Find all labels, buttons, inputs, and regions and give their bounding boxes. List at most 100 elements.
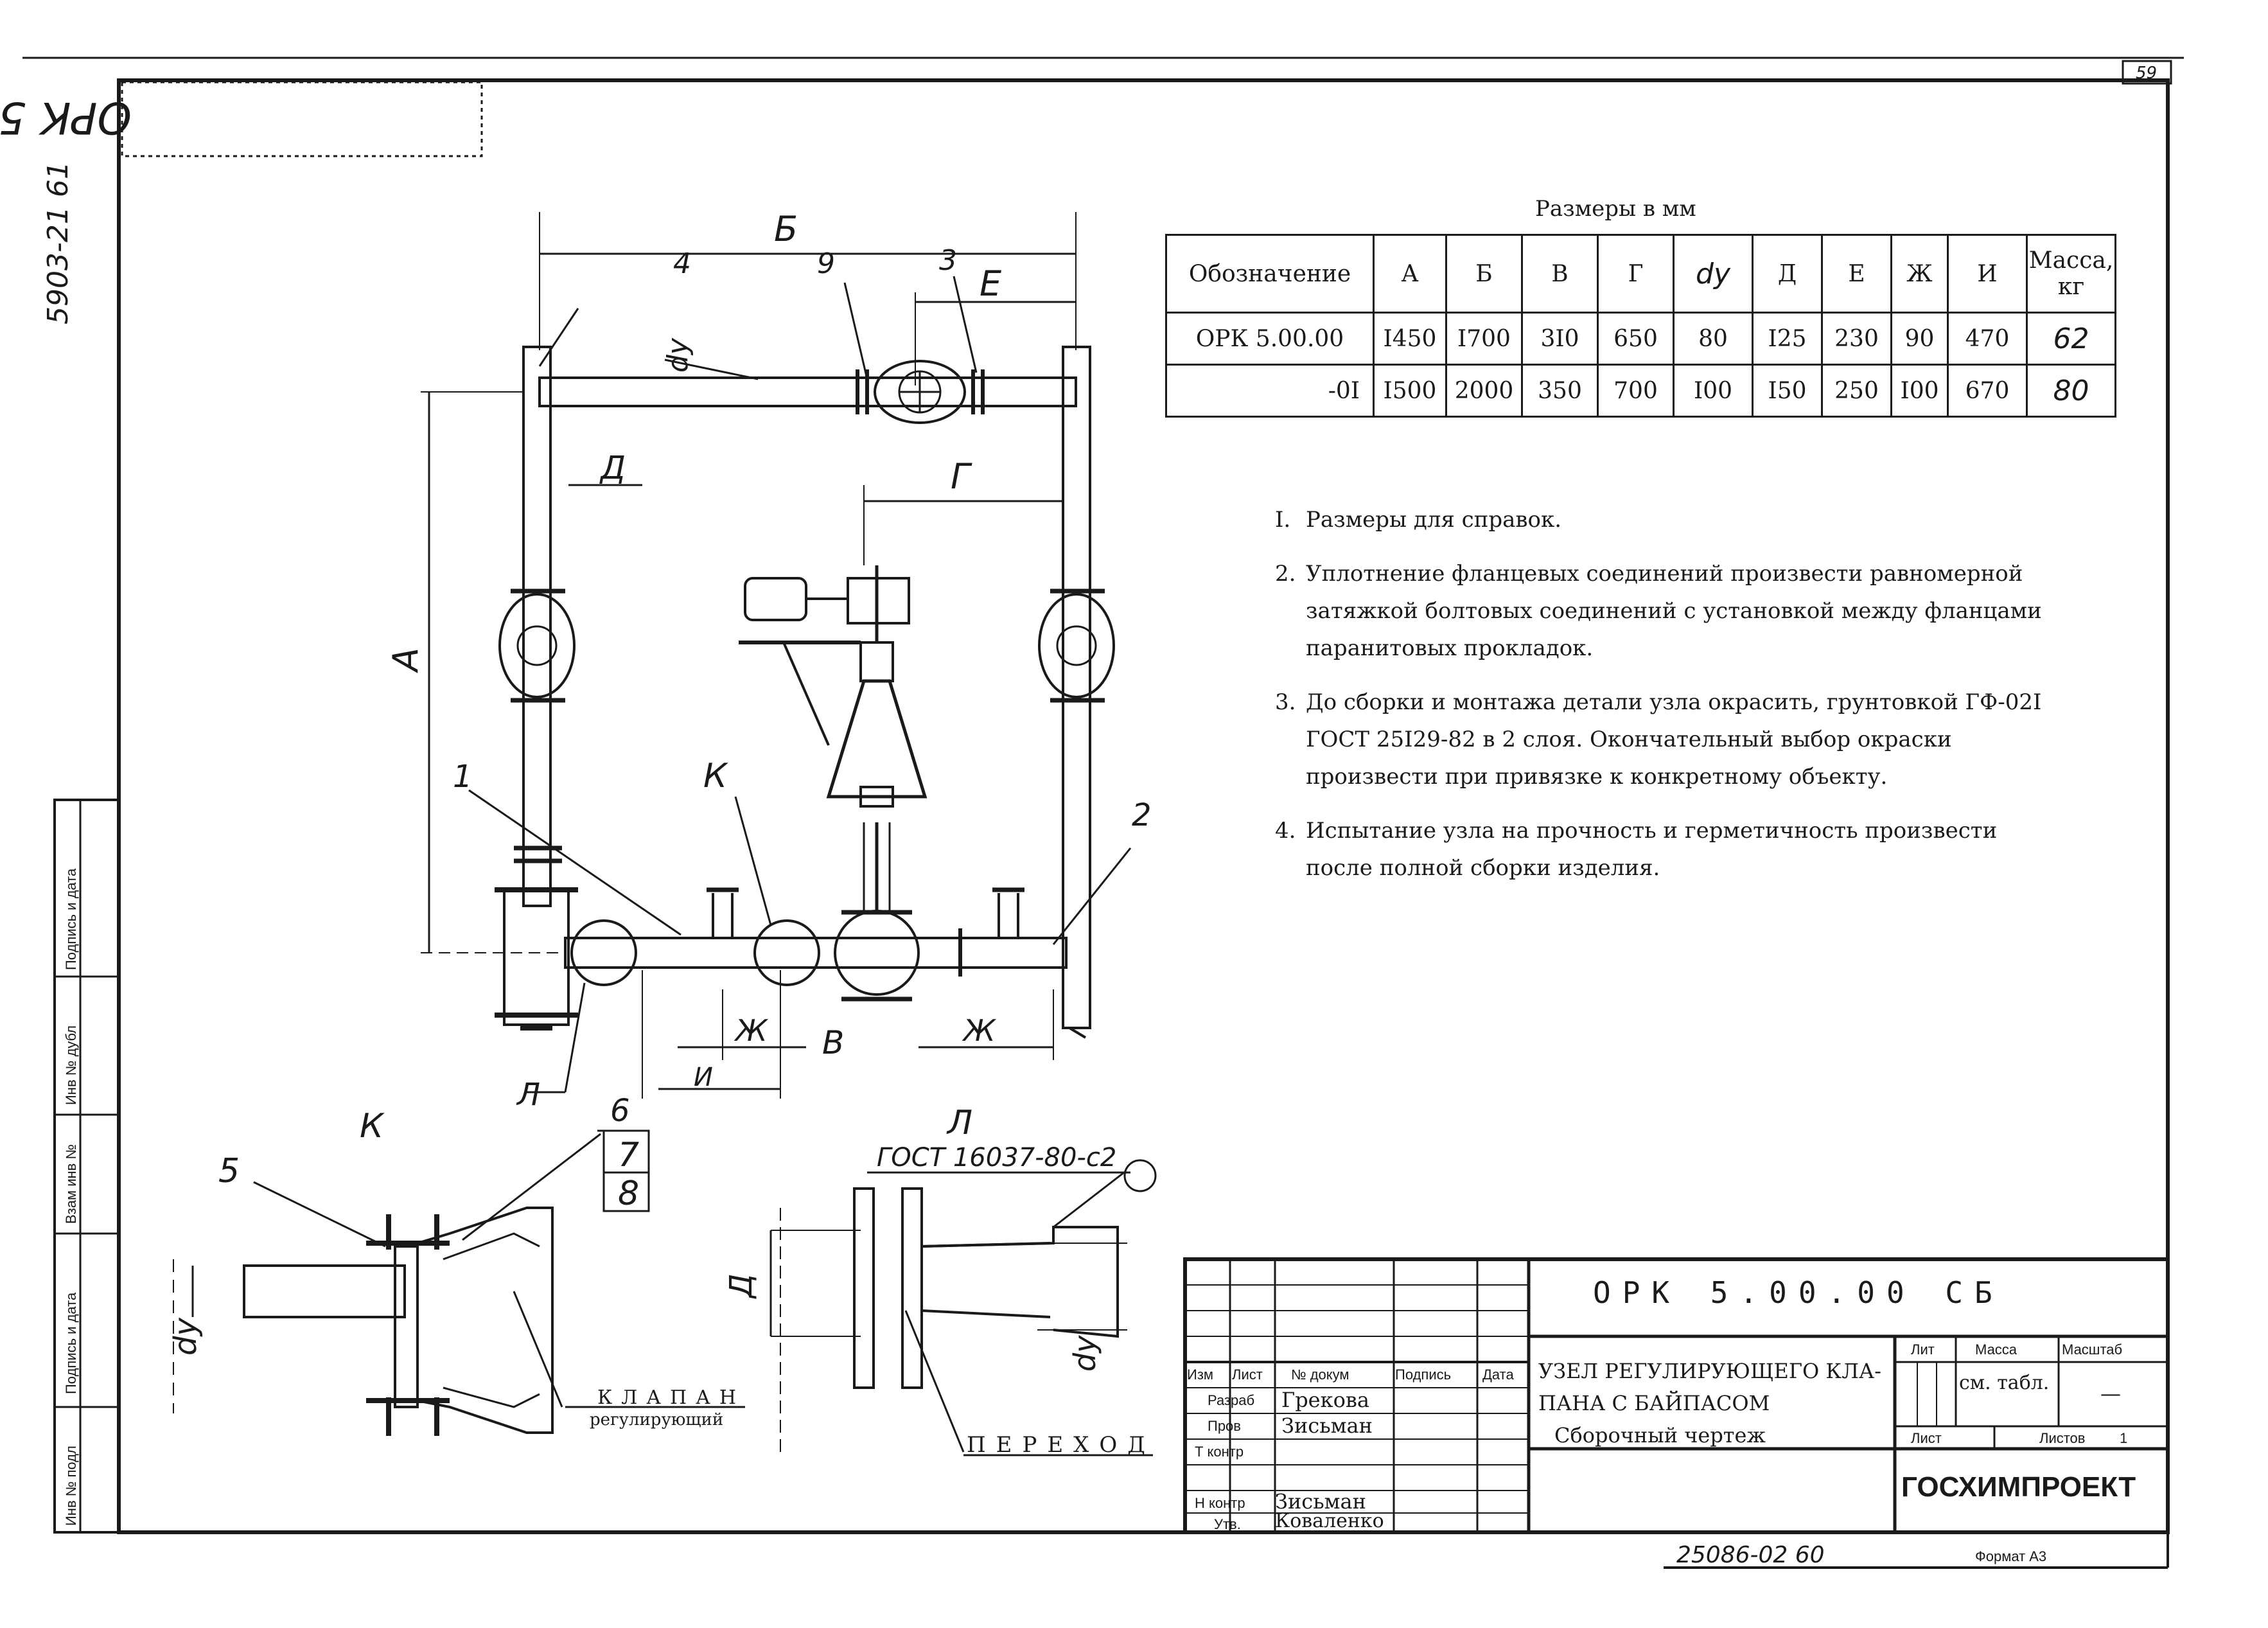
note-item: 2. Уплотнение фланцевых соединений произв… — [1275, 555, 2059, 667]
table-cell: I500 — [1373, 364, 1447, 418]
dimension-table: Обозначение А Б В Г dу Д Е Ж И Масса, кг… — [1165, 234, 2116, 418]
table-cell: -0I — [1165, 364, 1375, 418]
dim-label-dy: dу — [662, 337, 694, 373]
list-label: Лист — [1911, 1430, 1942, 1446]
detail-l-title: Л — [946, 1104, 972, 1142]
dim-label-zh1: Ж — [734, 1013, 769, 1048]
col-sign: Подпись — [1395, 1367, 1452, 1383]
massa-value: см. табл. — [1959, 1372, 2050, 1394]
detail-k-title: К — [360, 1107, 385, 1146]
left-strip — [53, 799, 120, 1534]
title-line-1: УЗЕЛ РЕГУЛИРУЮЩЕГО КЛА- — [1538, 1359, 1881, 1383]
dim-label-v: В — [822, 1024, 844, 1061]
table-cell: I50 — [1752, 364, 1823, 418]
table-cell: 650 — [1597, 312, 1675, 366]
nkontr-name: Зисьман — [1275, 1489, 1366, 1514]
detail-k-dy: dу — [168, 1318, 204, 1356]
table-cell: ОРК 5.00.00 — [1165, 312, 1375, 366]
note-text: До сборки и монтажа детали узла окрасить… — [1306, 689, 2042, 790]
side-number: 5903-21 61 — [42, 161, 75, 324]
strip-inv-dubl: Инв № дубл — [63, 1025, 79, 1105]
strip-vzam-inv: Взам инв № — [63, 1144, 79, 1224]
dim-label-g: Г — [951, 456, 972, 497]
note-item: 3.До сборки и монтажа детали узла окраси… — [1275, 684, 2059, 795]
callout-7: 7 — [618, 1136, 639, 1174]
table-cell: 230 — [1821, 312, 1892, 366]
col-d: Д — [1752, 234, 1823, 314]
dim-label-e: Е — [980, 263, 1002, 304]
note-text: Испытание узла на прочность и герметично… — [1306, 818, 1998, 881]
table-cell: I00 — [1673, 364, 1754, 418]
utv-label: Утв. — [1214, 1516, 1241, 1532]
razrab-name: Грекова — [1281, 1388, 1369, 1412]
title-block-code: ОРК 5.00.00 СБ — [1593, 1275, 2004, 1310]
col-zh: Ж — [1890, 234, 1949, 314]
callout-1: 1 — [453, 759, 473, 795]
callout-5: 5 — [218, 1152, 240, 1190]
table-caption: Размеры в мм — [1535, 196, 1696, 222]
note-number: 2. — [1275, 561, 1296, 587]
note-text: Уплотнение фланцевых соединений произвес… — [1306, 561, 2042, 661]
table-cell: I450 — [1373, 312, 1447, 366]
col-mass: Масса, кг — [2026, 234, 2116, 314]
col-v: В — [1521, 234, 1599, 314]
note-number: I. — [1275, 507, 1291, 533]
strip-podpis-data-2: Подпись и дата — [63, 868, 79, 970]
detail-l-dy: dу — [1068, 1335, 1102, 1372]
col-doc: № докум — [1291, 1367, 1349, 1383]
col-date: Дата — [1482, 1367, 1514, 1383]
table-cell: 62 — [2026, 312, 2116, 366]
massa-label: Масса — [1975, 1341, 2017, 1358]
table-cell: 3I0 — [1521, 312, 1599, 366]
table-header-row: Обозначение А Б В Г dу Д Е Ж И Масса, кг — [1165, 234, 2116, 314]
razrab-label: Разраб — [1208, 1392, 1255, 1408]
label-k: К — [703, 757, 728, 795]
col-i: И — [1947, 234, 2028, 314]
masshtab-value: — — [2100, 1381, 2121, 1406]
detail-k-text: КЛАПАН — [597, 1386, 745, 1409]
table-cell: 470 — [1947, 312, 2028, 366]
callout-4: 4 — [673, 247, 691, 280]
org-name: ГОСХИМПРОЕКТ — [1901, 1471, 2136, 1503]
callout-2: 2 — [1132, 797, 1152, 833]
col-a: А — [1373, 234, 1447, 314]
col-e: Е — [1821, 234, 1892, 314]
note-text: Размеры для справок. — [1306, 507, 1562, 533]
table-cell: I00 — [1890, 364, 1949, 418]
callout-9: 9 — [817, 247, 835, 280]
col-g: Г — [1597, 234, 1675, 314]
label-l: Л — [516, 1077, 540, 1113]
tkontr-label: Т контр — [1195, 1444, 1244, 1460]
listov-label: Листов — [2039, 1430, 2086, 1446]
col-list: Лист — [1232, 1367, 1263, 1383]
title-line-3: Сборочный чертеж — [1554, 1423, 1766, 1447]
format-label: Формат А3 — [1975, 1548, 2047, 1564]
detail-l-text: ПЕРЕХОД — [967, 1432, 1156, 1458]
prov-label: Пров — [1208, 1418, 1241, 1434]
strip-podpis-data-1: Подпись и дата — [63, 1292, 79, 1394]
table-row: -0I I500 2000 350 700 I00 I50 250 I00 67… — [1165, 364, 2116, 418]
title-block — [1183, 1257, 2170, 1534]
note-item: 4.Испытание узла на прочность и герметич… — [1275, 812, 2059, 887]
sheet-tag: 59 — [2136, 64, 2157, 83]
utv-name: Коваленко — [1275, 1510, 1384, 1532]
col-designation: Обозначение — [1165, 234, 1375, 314]
col-izm: Изм — [1187, 1367, 1214, 1383]
detail-l-d: Д — [723, 1274, 759, 1300]
col-dy: dу — [1673, 234, 1754, 314]
table-cell: 250 — [1821, 364, 1892, 418]
detail-l-gost: ГОСТ 16037-80-с2 — [877, 1143, 1116, 1172]
lit-label: Лит — [1911, 1341, 1935, 1358]
dim-label-d: Д — [599, 449, 626, 486]
listov-value: 1 — [2120, 1430, 2128, 1446]
note-item: I. Размеры для справок. — [1275, 501, 2059, 538]
detail-k-subtext: регулирующий — [590, 1410, 723, 1429]
table-row: ОРК 5.00.00 I450 I700 3I0 650 80 I25 230… — [1165, 312, 2116, 366]
callout-3: 3 — [939, 244, 957, 277]
dim-label-b: Б — [774, 209, 798, 249]
dim-label-a: А — [385, 648, 426, 673]
callout-6: 6 — [610, 1093, 630, 1129]
title-line-2: ПАНА С БАЙПАСОМ — [1538, 1391, 1770, 1415]
